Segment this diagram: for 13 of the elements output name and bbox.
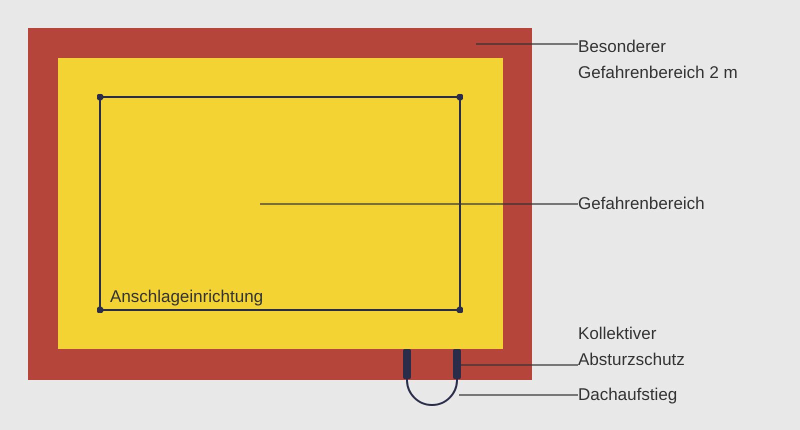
railing-icon — [403, 349, 461, 379]
part-label: Anschlageinrichtung — [110, 286, 264, 308]
leader-line — [461, 364, 578, 366]
callout-text: Gefahrenbereich — [578, 191, 778, 217]
leader-line — [459, 394, 578, 396]
leader-line — [260, 203, 578, 205]
callout-text: Kollektiver Absturzschutz — [578, 321, 728, 373]
leader-line — [476, 43, 578, 45]
callout-text: Dachaufstieg — [578, 382, 728, 408]
danger-zone-border — [28, 28, 532, 380]
callout-text: Besonderer Gefahrenbereich 2 m — [578, 34, 788, 86]
roof-ladder-icon — [405, 376, 459, 407]
danger-zone-area — [58, 58, 503, 349]
